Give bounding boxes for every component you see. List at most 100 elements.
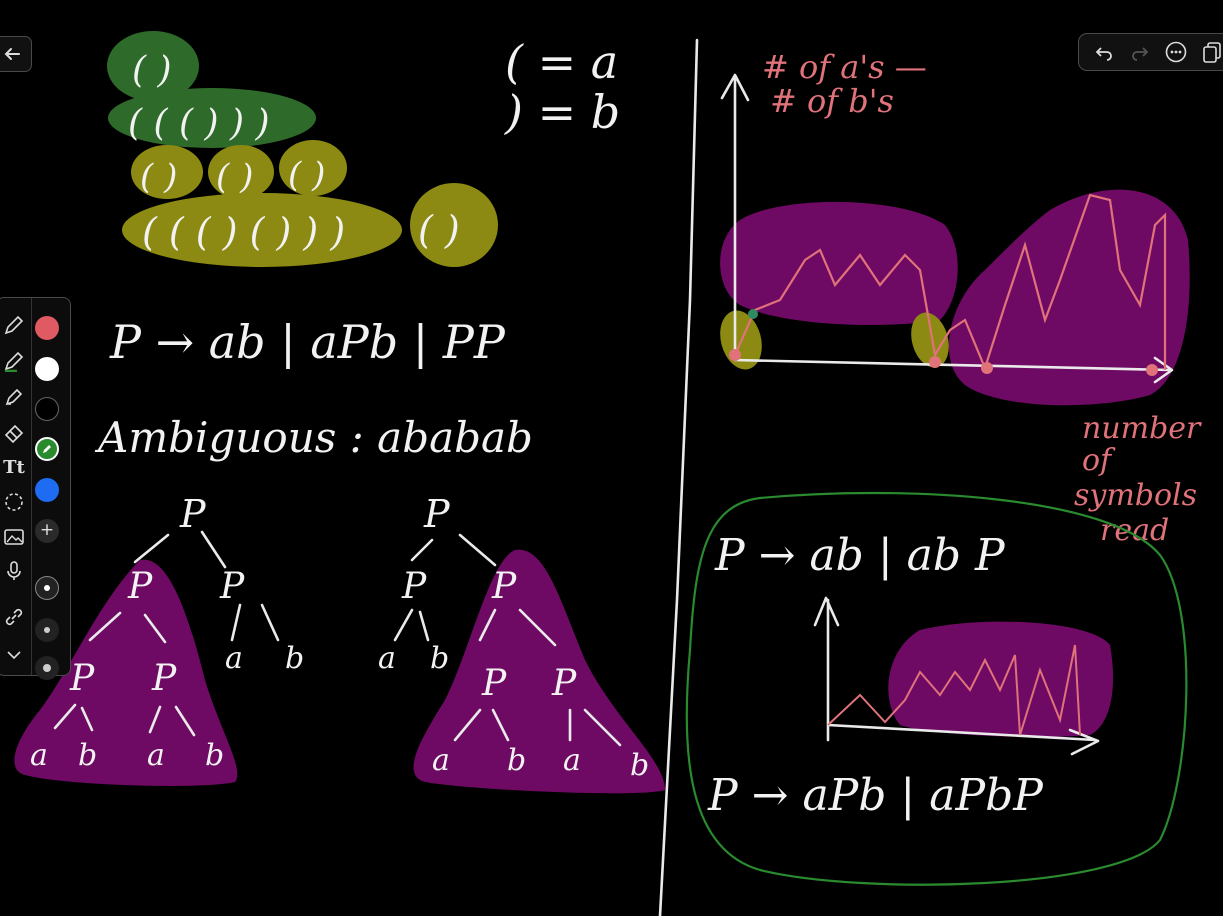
- tree2-p-right: P: [491, 566, 517, 607]
- link-icon: [5, 608, 23, 626]
- tool-panel: Tt +: [0, 297, 71, 680]
- redo-icon: [1132, 47, 1149, 61]
- stroke-size-medium[interactable]: [35, 618, 59, 642]
- text-tool-label: Tt: [3, 456, 25, 478]
- dot-icon: [44, 585, 50, 591]
- highlight-yellow-3: [279, 140, 347, 196]
- tree2-root: P: [423, 492, 451, 536]
- highlight-yellow-5: [410, 183, 498, 267]
- link-tool[interactable]: [1, 604, 27, 630]
- highlighter-tool[interactable]: [1, 348, 27, 374]
- graph-ylabel-1: # of a's —: [762, 48, 927, 86]
- color-swatch-blue[interactable]: [35, 478, 59, 502]
- tree1-b: b: [285, 641, 304, 676]
- paren-row-3c: ( ): [288, 155, 325, 195]
- graph-yellow-1: [720, 310, 762, 370]
- paren-row-3a: ( ): [140, 157, 177, 197]
- graph-point-green: [748, 309, 758, 319]
- paren-row-1: ( ): [132, 50, 172, 91]
- tree1-p-lr: P: [151, 658, 177, 699]
- lower-graph-highlight: [888, 621, 1114, 737]
- tree1-p-left: P: [127, 566, 153, 607]
- tree2-edges: [393, 533, 622, 747]
- paren-row-4b: ( ): [418, 208, 460, 252]
- eraser-tool[interactable]: [1, 420, 27, 446]
- highlight-yellow-2: [208, 145, 274, 199]
- graph-xlabel-2: of: [1082, 443, 1116, 478]
- tree1-p-right: P: [219, 566, 245, 607]
- edit-pencil-icon: [43, 445, 51, 453]
- dot-icon: [44, 627, 50, 633]
- highlight-yellow-1: [131, 145, 203, 199]
- graph-walk-line: [733, 193, 1167, 372]
- eraser-icon: [4, 424, 24, 444]
- graph-highlight-2: [948, 189, 1190, 406]
- tree1-leaf-a2: a: [147, 738, 165, 773]
- paren-row-4a: ( ( ( ) ( ) ) ): [142, 210, 345, 254]
- add-color-button[interactable]: +: [35, 519, 59, 543]
- collapse-tools-button[interactable]: [1, 642, 27, 668]
- arrow-left-icon: [4, 48, 20, 60]
- color-swatch-green-selected[interactable]: [35, 437, 59, 461]
- tree2-highlight: [413, 549, 665, 794]
- paren-b-def: ) = b: [504, 85, 620, 139]
- paren-a-def: ( = a: [505, 35, 618, 89]
- tree1-root: P: [179, 492, 207, 536]
- pen-tool[interactable]: [1, 312, 27, 338]
- more-button[interactable]: [1165, 41, 1187, 63]
- tree2-leaf-a2: a: [563, 743, 581, 778]
- graph-point-3: [981, 362, 993, 374]
- chevron-down-icon: [7, 651, 21, 660]
- tree2-leaf-a1: a: [432, 743, 450, 778]
- tree2-p-rr: P: [551, 663, 577, 704]
- stroke-size-large[interactable]: [35, 656, 59, 680]
- undo-button[interactable]: [1093, 41, 1115, 63]
- grammar-1: P → ab | aPb | PP: [109, 315, 506, 369]
- graph-xlabel-4: read: [1100, 513, 1169, 548]
- highlight-yellow-4: [122, 193, 402, 267]
- color-swatch-red[interactable]: [35, 316, 59, 340]
- paren-row-2: ( ( ( ) ) ): [128, 103, 270, 144]
- graph-highlight-1: [720, 201, 958, 325]
- lower-graph-line: [827, 644, 1081, 736]
- graph-point-2: [929, 356, 941, 368]
- redo-button[interactable]: [1129, 41, 1151, 63]
- mic-tool[interactable]: [1, 558, 27, 584]
- tree2-a: a: [378, 641, 396, 676]
- tree2-b: b: [430, 641, 449, 676]
- tree2-leaf-b1: b: [507, 743, 526, 778]
- lasso-tool[interactable]: [1, 490, 27, 516]
- tool-column: Tt: [0, 298, 32, 675]
- ambiguous-label: Ambiguous : ababab: [94, 413, 533, 462]
- tree1-p-ll: P: [69, 658, 95, 699]
- graph-xlabel-1: number: [1082, 411, 1202, 446]
- grammar-3: P → aPb | aPbP: [707, 770, 1044, 821]
- color-swatch-white[interactable]: [35, 357, 59, 381]
- tree2-leaf-b2: b: [630, 748, 649, 783]
- graph-point-4: [1146, 364, 1158, 376]
- highlight-green-2: [108, 88, 316, 148]
- tree1-a: a: [225, 641, 243, 676]
- marker-tool[interactable]: [1, 384, 27, 410]
- tree1-leaf-b1: b: [78, 738, 97, 773]
- tree1-leaf-b2: b: [205, 738, 224, 773]
- graph-yellow-2: [911, 312, 949, 368]
- tree2-p-rl: P: [481, 663, 507, 704]
- stroke-size-small[interactable]: [35, 576, 59, 600]
- highlighter-icon: [4, 351, 24, 372]
- dot-icon: [43, 664, 51, 672]
- copy-pages-icon: [1203, 42, 1221, 63]
- pen-icon: [4, 315, 24, 335]
- image-tool[interactable]: [1, 524, 27, 550]
- divider-line: [658, 38, 699, 916]
- marker-icon: [5, 388, 23, 406]
- back-button[interactable]: [0, 36, 32, 72]
- text-tool[interactable]: Tt: [1, 454, 27, 480]
- undo-icon: [1095, 47, 1112, 61]
- tree2-p-left: P: [401, 566, 427, 607]
- color-swatch-black[interactable]: [35, 397, 59, 421]
- pages-button[interactable]: [1201, 41, 1223, 63]
- graph-ylabel-2: # of b's: [770, 82, 894, 120]
- lower-graph-axes: [813, 596, 1100, 756]
